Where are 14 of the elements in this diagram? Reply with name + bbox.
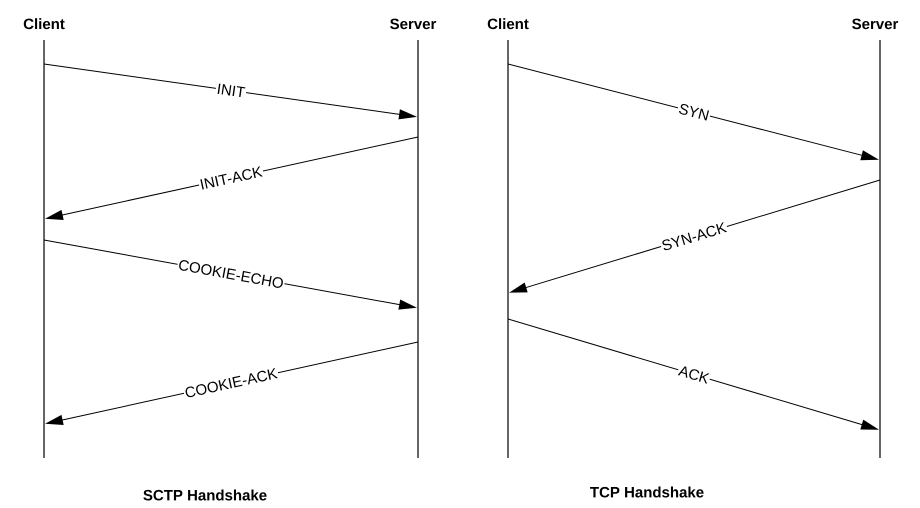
lifeline (24, 18, 65, 459)
lifeline-heading: Client (24, 18, 65, 30)
lifeline-heading: Server (852, 18, 898, 30)
edge-label: INIT (215, 82, 247, 99)
lifeline-heading: Server (390, 18, 436, 30)
lifeline-heading: Client (488, 18, 529, 30)
lifeline (390, 18, 436, 459)
lifeline (852, 18, 898, 459)
lifeline (488, 18, 529, 459)
caption: TCP Handshake (590, 486, 704, 498)
caption: SCTP Handshake (143, 489, 267, 500)
edge-label: ACK (676, 364, 712, 386)
edge-label: SYN (676, 102, 712, 122)
edge-label: INIT-ACK (198, 164, 264, 192)
